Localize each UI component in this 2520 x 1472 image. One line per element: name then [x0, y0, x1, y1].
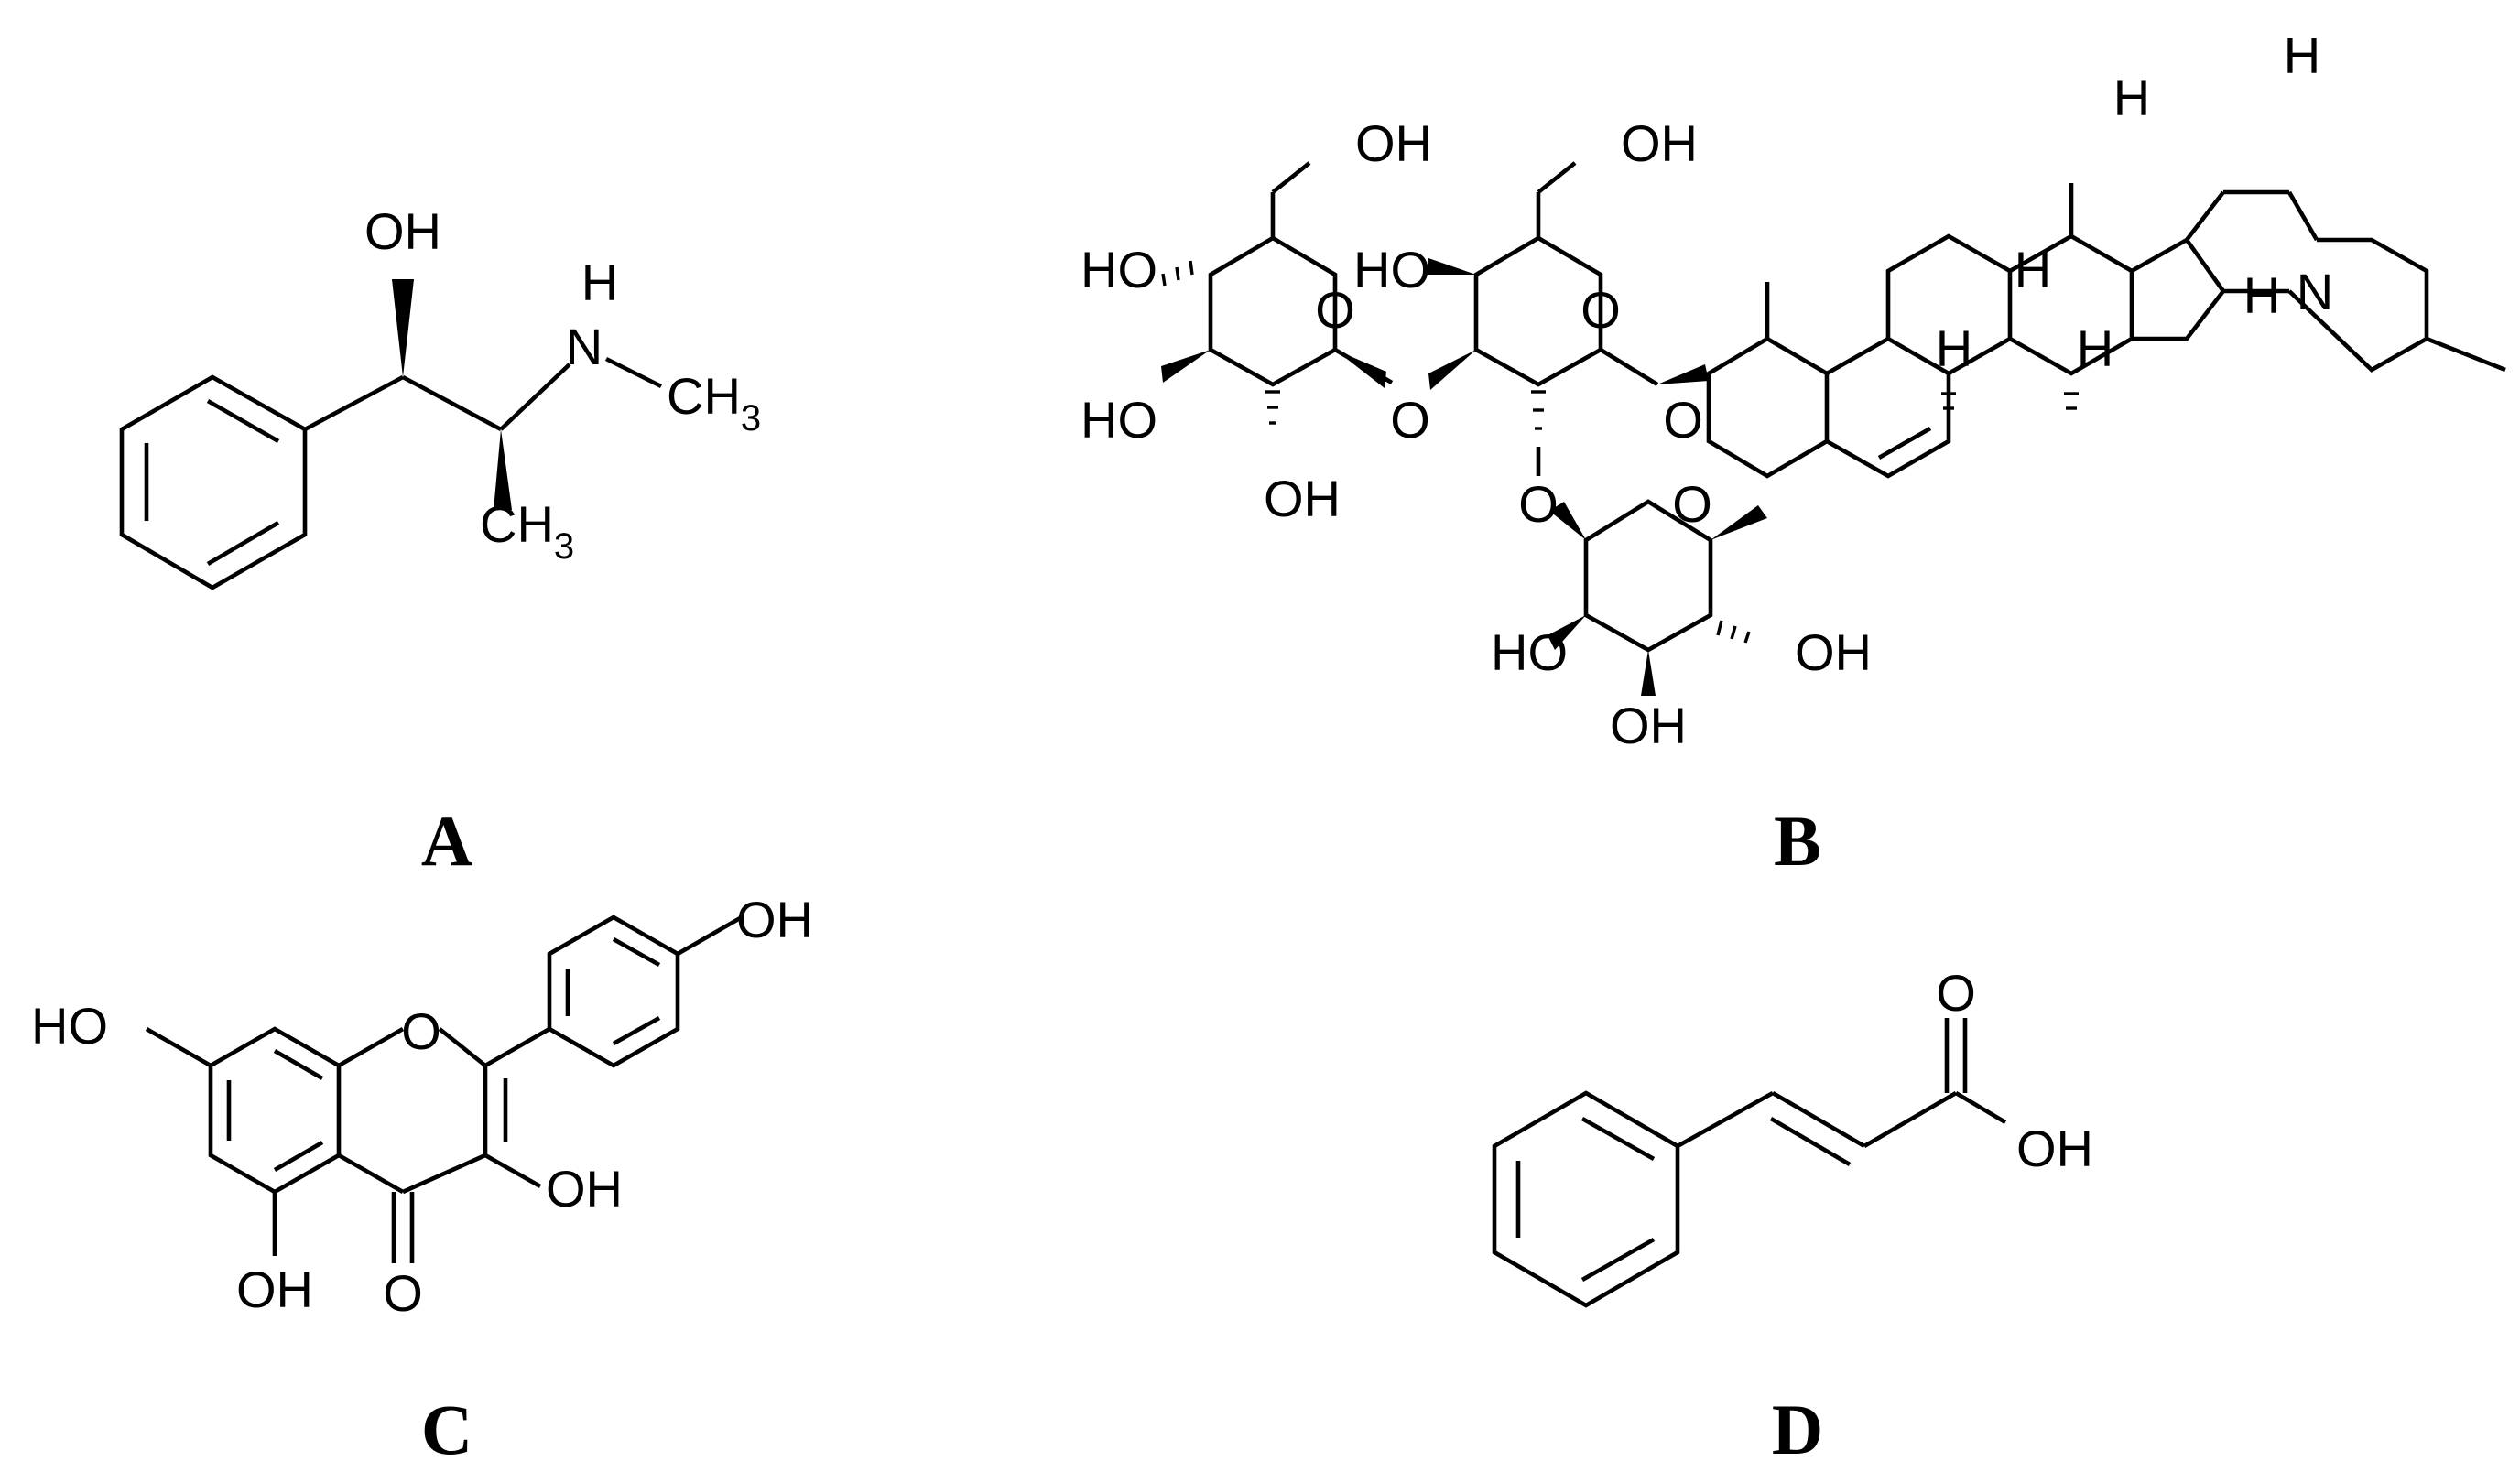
hydroxyl-label: OH [1610, 697, 1687, 754]
hydrogen-label: H [2077, 319, 2113, 377]
oxygen-label: O [1672, 475, 1712, 533]
hydroxyl-label: OH [1621, 114, 1698, 172]
methyl-label: CH3 [667, 367, 761, 438]
hydroxyl-label: OH [2016, 1120, 2093, 1177]
structure-d: O OH [1492, 964, 2093, 1308]
hydroxyl-label: HO [31, 997, 108, 1055]
hydrogen-label: H [2113, 69, 2150, 126]
panel-label-c: C [421, 1390, 472, 1469]
hydroxyl-label: OH [236, 1261, 313, 1318]
structure-c: O OH HO OH OH O [31, 891, 813, 1322]
oxygen-label: O [383, 1264, 423, 1322]
methyl-label-2: CH3 [480, 495, 574, 567]
hydroxyl-label: OH [1795, 623, 1872, 681]
hydroxyl-label: OH [1264, 470, 1341, 527]
structure-a: OH H N CH3 CH3 [119, 202, 761, 590]
panel-label-b: B [1774, 801, 1821, 881]
oxygen-label: O [1315, 281, 1355, 339]
structure-b: OH HO HO OH O O OH HO O O O O HO OH OH H… [1081, 27, 2506, 754]
hydroxyl-label: OH [546, 1160, 623, 1218]
hydrogen-label: H [2284, 27, 2320, 84]
oxygen-label: O [1518, 475, 1559, 533]
hydrogen-label: H [2015, 241, 2051, 298]
hydroxyl-label: HO [1491, 623, 1568, 681]
hydroxyl-label: HO [1081, 391, 1157, 449]
oxygen-label: O [1580, 281, 1621, 339]
oxygen-label: O [1663, 391, 1703, 449]
oxygen-label: O [401, 1002, 441, 1060]
hydroxyl-label: HO [1353, 241, 1430, 298]
panel-label-d: D [1772, 1390, 1823, 1469]
hydroxyl-label: OH [1355, 114, 1432, 172]
hydrogen-label: H [2243, 266, 2280, 324]
nitrogen-label: N [566, 318, 603, 375]
oxygen-label: O [1390, 391, 1430, 449]
panel-label-a: A [421, 801, 472, 881]
hydroxyl-label: OH [364, 202, 441, 260]
hydroxyl-label: OH [736, 891, 813, 948]
nitrogen-label: N [2297, 263, 2333, 320]
oxygen-label: O [1936, 964, 1976, 1022]
hydrogen-label: H [1936, 319, 1972, 377]
hydrogen-label: H [581, 254, 618, 311]
hydroxyl-label: HO [1081, 241, 1157, 298]
